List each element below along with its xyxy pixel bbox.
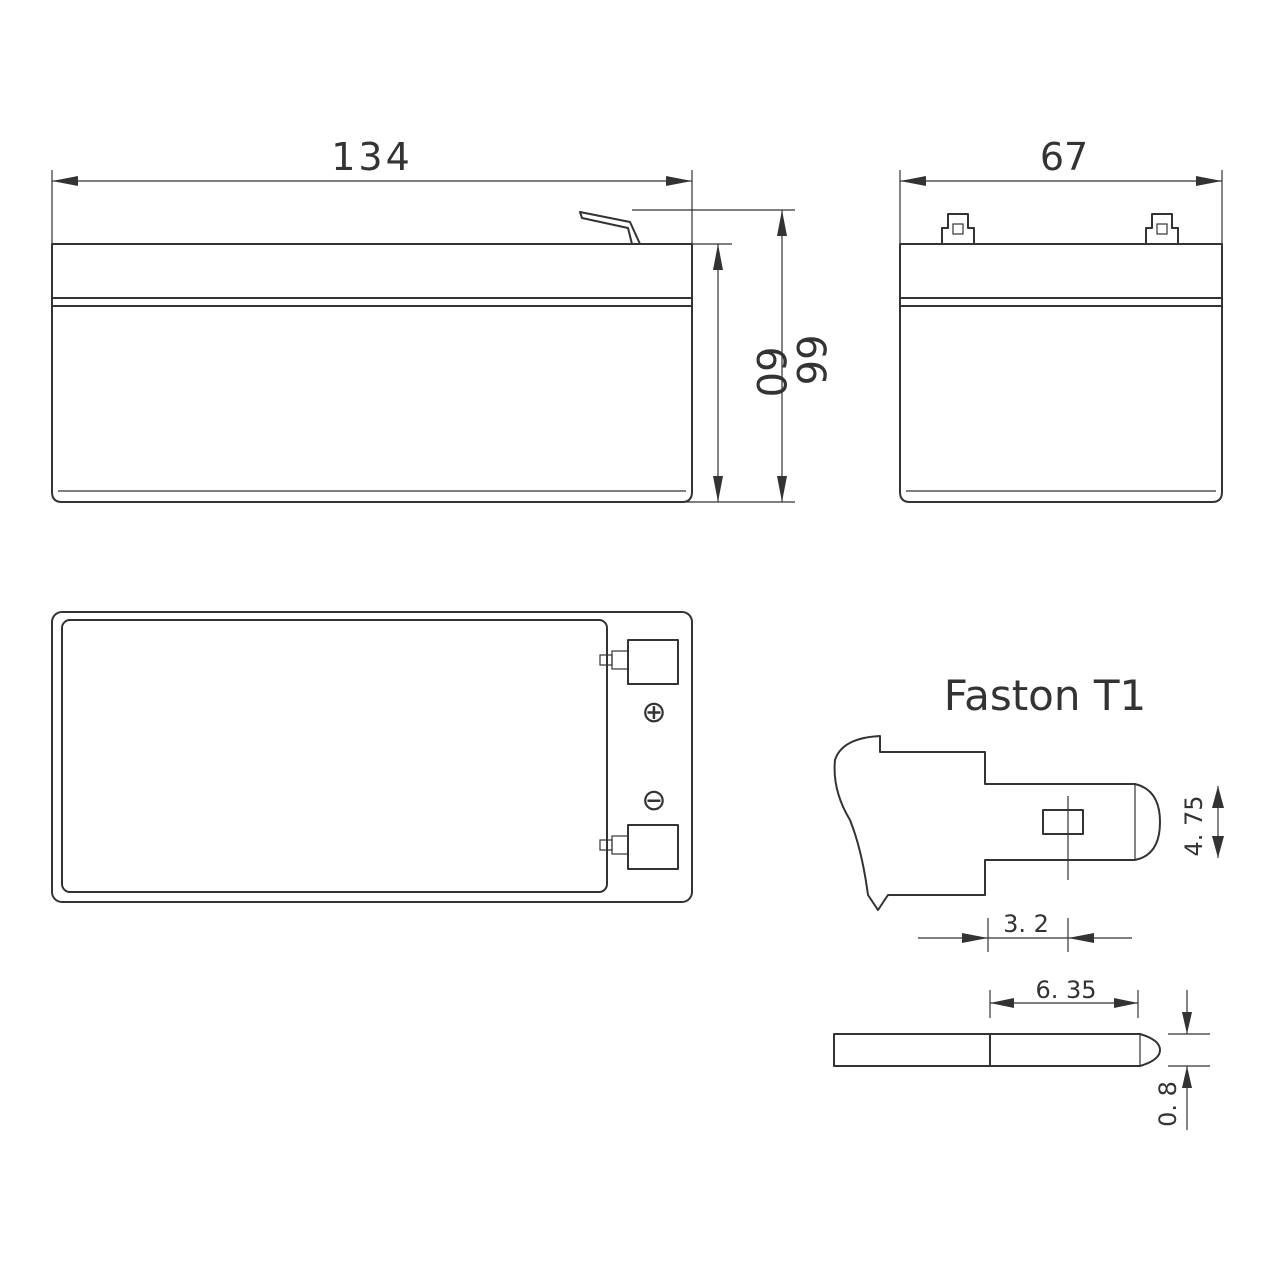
hole-label: 3. 2 bbox=[1003, 910, 1049, 938]
front-width-label: 134 bbox=[331, 135, 413, 179]
side-body-outline bbox=[899, 243, 1223, 503]
thickness-label: 0. 8 bbox=[1154, 1081, 1182, 1127]
terminal-side-profile bbox=[833, 1033, 1161, 1067]
positive-symbol: ⊕ bbox=[641, 695, 666, 730]
front-body-height-arrow-bottom bbox=[713, 476, 723, 502]
tab-length-arrow-left bbox=[990, 998, 1014, 1008]
top-terminal-negative bbox=[599, 824, 679, 870]
top-outer-outline bbox=[51, 611, 693, 903]
front-body-height-label: 60 bbox=[747, 347, 793, 398]
terminal-plan-outline bbox=[833, 735, 1161, 911]
tab-length-label: 6. 35 bbox=[1035, 976, 1096, 1004]
side-terminal-right bbox=[1145, 213, 1179, 245]
thickness-arrow-bottom bbox=[1182, 1066, 1192, 1088]
front-view: 134 60 66 bbox=[51, 135, 833, 503]
front-body-height-arrow-top bbox=[713, 244, 723, 270]
faston-terminal-detail: Faston T1 4. 75 3. 2 6. 35 bbox=[833, 671, 1224, 1130]
front-total-height-arrow-bottom bbox=[777, 476, 787, 502]
front-total-height-arrow-top bbox=[777, 210, 787, 236]
front-total-height-label: 66 bbox=[787, 335, 833, 386]
top-terminal-positive bbox=[599, 639, 679, 685]
hole-arrow-left bbox=[962, 933, 988, 943]
side-view: 67 bbox=[899, 135, 1223, 503]
tab-width-arrow-top bbox=[1212, 786, 1224, 808]
front-width-arrow-right bbox=[666, 176, 692, 186]
terminal-title: Faston T1 bbox=[944, 671, 1146, 720]
side-width-label: 67 bbox=[1040, 135, 1088, 179]
front-terminal-tab bbox=[579, 211, 641, 245]
side-width-arrow-right bbox=[1196, 176, 1222, 186]
tab-width-label: 4. 75 bbox=[1180, 795, 1208, 856]
tab-width-arrow-bottom bbox=[1212, 836, 1224, 858]
tab-length-arrow-right bbox=[1114, 998, 1138, 1008]
hole-arrow-right bbox=[1068, 933, 1094, 943]
top-inner-panel bbox=[61, 619, 608, 893]
side-terminal-left bbox=[941, 213, 975, 245]
top-view: ⊕ ⊖ bbox=[51, 611, 693, 903]
terminal-hole bbox=[1042, 809, 1084, 835]
thickness-arrow-top bbox=[1182, 1012, 1192, 1034]
front-body-outline bbox=[51, 243, 693, 503]
front-width-arrow-left bbox=[52, 176, 78, 186]
side-width-arrow-left bbox=[900, 176, 926, 186]
negative-symbol: ⊖ bbox=[641, 783, 666, 818]
